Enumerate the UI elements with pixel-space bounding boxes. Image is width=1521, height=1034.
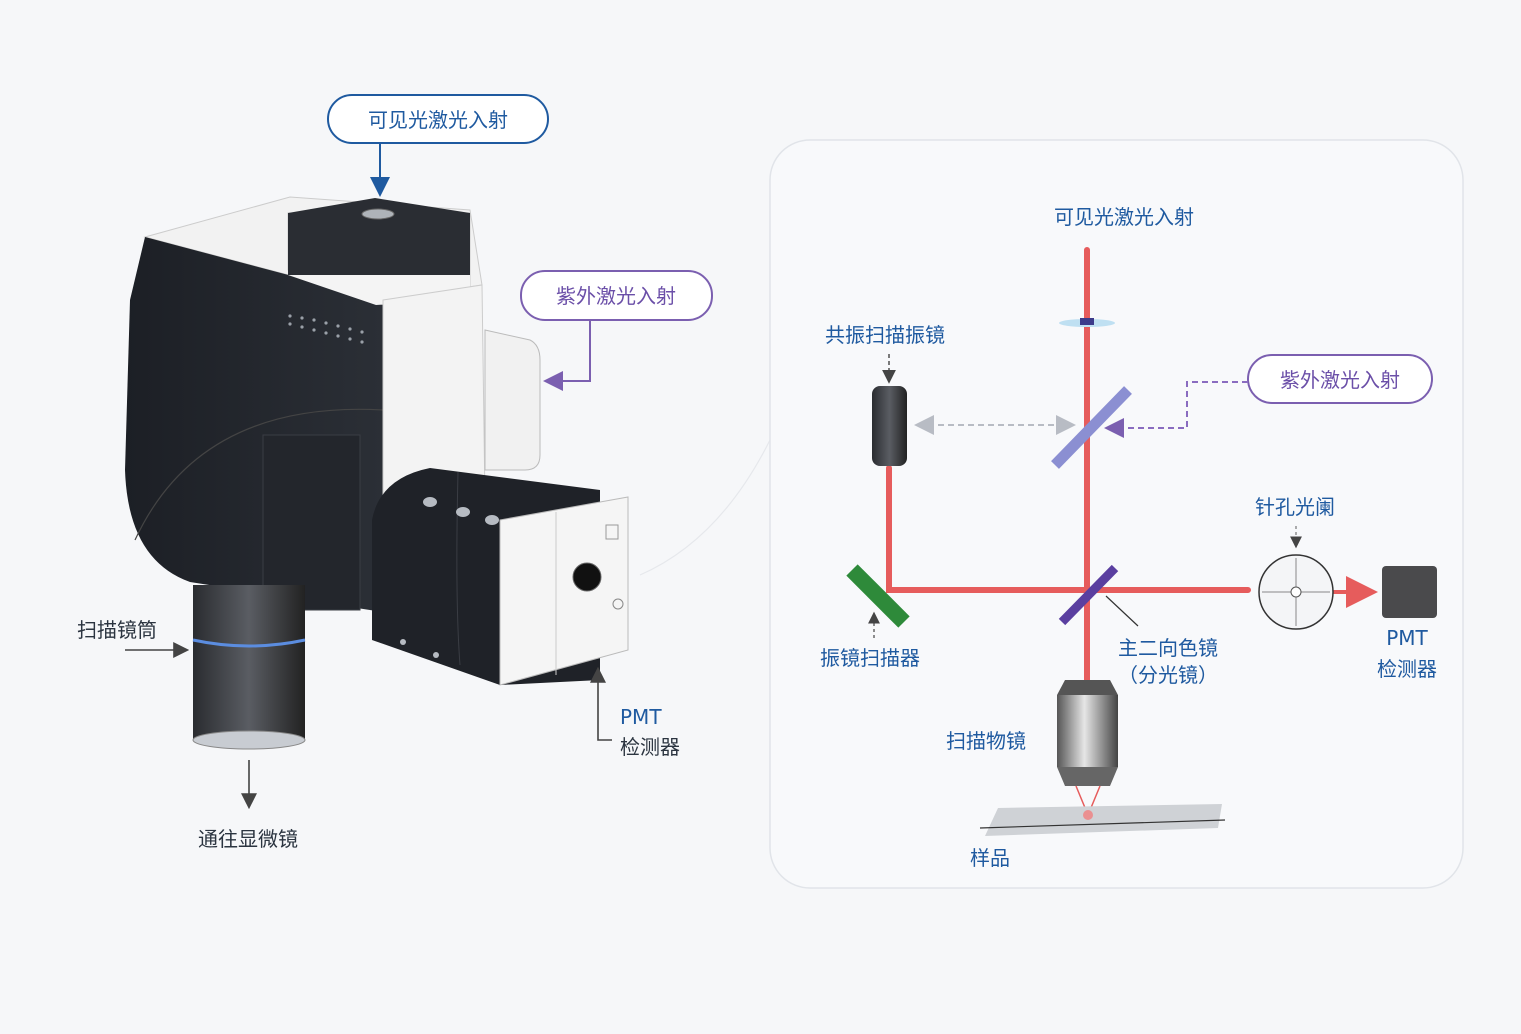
resonant-mirror-icon: [872, 386, 907, 466]
callout-uv-in: [1247, 354, 1433, 404]
sample-line: [979, 819, 1226, 829]
label-pmt-title: PMT: [620, 705, 662, 729]
uv-path-arrow: [1104, 381, 1248, 438]
label-resonant-mirror: 共振扫描振镜: [825, 323, 945, 347]
objective-lens-icon: [1057, 680, 1118, 786]
connector-curve: [639, 439, 771, 576]
sample-slide-icon: [985, 804, 1222, 836]
arrow-pmt: [590, 666, 612, 741]
label-sample: 样品: [970, 846, 1010, 870]
label-scan-tube: 扫描镜筒: [77, 618, 157, 642]
uv-beamsplitter: [1051, 386, 1132, 469]
lens-center: [1080, 318, 1094, 325]
label-pmt-sub: 检测器: [620, 735, 680, 759]
pinhole-icon: [1258, 554, 1334, 630]
dichroic-pointer: [1105, 595, 1139, 627]
label-pmt-title-schematic: PMT: [1386, 626, 1428, 650]
label-pinhole: 针孔光阑: [1255, 495, 1335, 519]
label-objective: 扫描物镜: [946, 729, 1026, 753]
schematic-panel: [769, 139, 1464, 889]
callout-uv-laser-text: 紫外激光入射: [556, 284, 676, 308]
label-uv-in: 紫外激光入射: [1280, 368, 1400, 392]
callout-uv-laser: [520, 270, 713, 321]
callout-visible-laser-text: 可见光激光入射: [368, 108, 508, 132]
label-dichroic-2: （分光镜）: [1118, 663, 1218, 687]
label-galvo: 振镜扫描器: [820, 646, 920, 670]
label-dichroic-1: 主二向色镜: [1118, 636, 1218, 660]
dichroic-mirror-icon: [1058, 564, 1119, 626]
callout-visible-laser: [327, 94, 549, 144]
label-to-microscope: 通往显微镜: [198, 827, 298, 851]
focus-spot: [1083, 810, 1093, 820]
label-visible-in: 可见光激光入射: [1054, 205, 1194, 229]
pmt-detector-icon: [1382, 566, 1437, 618]
arrow-uv-in: [543, 320, 591, 391]
label-pmt-sub-schematic: 检测器: [1377, 657, 1437, 681]
scanner-device-illustration: [125, 196, 629, 750]
galvo-mirror-icon: [846, 564, 910, 628]
